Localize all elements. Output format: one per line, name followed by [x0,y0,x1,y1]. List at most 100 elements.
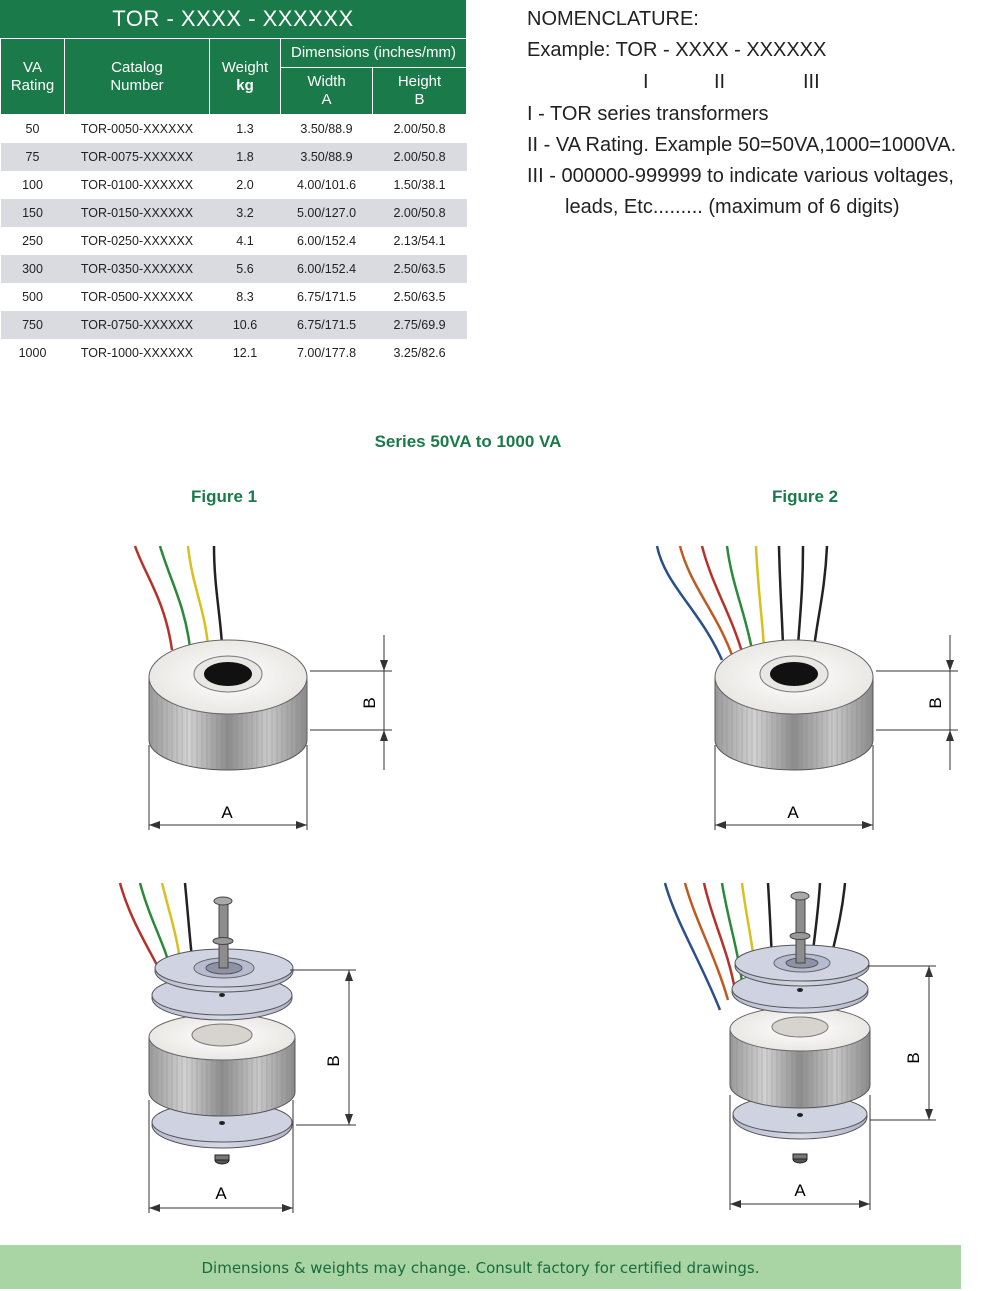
cell-width: 5.00/127.0 [280,199,373,227]
nomenclature-item-3: III - 000000-999999 to indicate various … [527,165,954,187]
table-row: 250 TOR-0250-XXXXXX 4.1 6.00/152.4 2.13/… [1,227,467,255]
cell-weight: 1.3 [236,122,254,136]
nomenclature-heading: NOMENCLATURE: [527,8,699,30]
table-row: 150 TOR-0150-XXXXXX 3.2 5.00/127.0 2.00/… [0,199,467,227]
table-row: 750 TOR-0750-XXXXXX 10.6 6.75/171.5 2.75… [0,311,467,339]
cell-height: 2.75/69.9 [372,311,467,339]
figure-2-mount-dim-b-label: B [904,1052,923,1063]
cell-va: 50 [25,122,40,136]
lead-wire-red [700,545,744,653]
figure-2-title: Figure 2 [772,487,839,506]
figure-2-toroid [655,545,958,830]
cell-weight: 8.3 [236,290,254,304]
figure-1-mount-assembly [118,882,356,1213]
nomenclature-marker-1: I [643,71,649,93]
cell-width: 3.50/88.9 [280,143,373,171]
cell-weight: 2.0 [236,178,254,192]
cell-va: 500 [22,290,43,304]
lead-wire-yellow [186,545,210,647]
nomenclature-marker-3: III [803,71,820,93]
cell-catalog: TOR-0075-XXXXXX [64,143,210,171]
figure-1-mount-dim-b-label: B [324,1055,343,1066]
lead-wire-blue [655,545,724,661]
cell-height: 3.25/82.6 [393,346,446,360]
cell-width: 6.75/171.5 [280,311,373,339]
cell-catalog: TOR-0250-XXXXXX [80,234,194,248]
cell-width: 3.50/88.9 [300,122,353,136]
cell-va: 75 [0,143,65,171]
header-dimensions: Dimensions (inches/mm) [279,38,468,68]
cell-width: 6.75/171.5 [296,290,357,304]
cell-catalog: TOR-0750-XXXXXX [64,311,210,339]
lead-wire-black-3 [812,545,829,649]
cell-height: 1.50/38.1 [393,178,446,192]
lead-wire-orange [678,545,734,656]
cell-height: 2.00/50.8 [372,143,467,171]
transformer-drawings: A B A B A B A B [118,545,958,1213]
cell-weight: 10.6 [209,311,281,339]
nomenclature-example: Example: TOR - XXXX - XXXXXX [527,39,827,61]
cell-va: 300 [0,255,65,283]
table-row: 75 TOR-0075-XXXXXX 1.8 3.50/88.9 2.00/50… [0,143,467,171]
table-row: 500 TOR-0500-XXXXXX 8.3 6.75/171.5 2.50/… [1,283,467,311]
nomenclature-item-1: I - TOR series transformers [527,103,769,125]
cell-width: 4.00/101.6 [296,178,357,192]
cell-va: 750 [0,311,65,339]
cell-width: 6.00/152.4 [296,234,357,248]
lead-wire-black-2 [796,545,805,647]
cell-catalog: TOR-0150-XXXXXX [64,199,210,227]
lead-wire-black [212,545,224,646]
cell-height: 2.13/54.1 [393,234,446,248]
figure-2-dim-a-label: A [787,803,799,822]
cell-width: 7.00/177.8 [296,346,357,360]
cell-catalog: TOR-0100-XXXXXX [80,178,194,192]
cell-va: 150 [0,199,65,227]
figure-1-dim-b-label: B [360,697,379,708]
cell-width: 6.00/152.4 [280,255,373,283]
table-row: 1000 TOR-1000-XXXXXX 12.1 7.00/177.8 3.2… [1,339,467,367]
figure-2-dim-b-label: B [926,697,945,708]
cell-va: 1000 [18,346,47,360]
lead-wire-green [158,545,192,649]
figure-1-dim-a-label: A [221,803,233,822]
footer-disclaimer: Dimensions & weights may change. Consult… [0,1245,961,1289]
figure-1-mount-dim-a-label: A [215,1184,227,1203]
figure-2-mount-assembly [663,882,936,1210]
nomenclature-item-2: II - VA Rating. Example 50=50VA,1000=100… [527,134,957,156]
cell-height: 2.50/63.5 [372,255,467,283]
figure-2-mount-dim-a-label: A [794,1181,806,1200]
cell-catalog: TOR-1000-XXXXXX [80,346,194,360]
cell-height: 2.00/50.8 [393,122,446,136]
cell-catalog: TOR-0350-XXXXXX [64,255,210,283]
cell-va: 250 [22,234,43,248]
table-row: 300 TOR-0350-XXXXXX 5.6 6.00/152.4 2.50/… [0,255,467,283]
lead-wire-black [777,545,785,647]
lead-wire-red [133,545,174,651]
cell-height: 2.50/63.5 [393,290,446,304]
figure-1-toroid [133,545,392,830]
lead-wire-green [725,545,754,651]
cell-weight: 1.8 [209,143,281,171]
cell-weight: 12.1 [232,346,258,360]
cell-height: 2.00/50.8 [372,199,467,227]
cell-catalog: TOR-0050-XXXXXX [80,122,194,136]
table-row: 50 TOR-0050-XXXXXX 1.3 3.50/88.9 2.00/50… [1,115,467,144]
cell-catalog: TOR-0500-XXXXXX [80,290,194,304]
lead-wire-yellow [754,545,766,649]
cell-weight: 5.6 [209,255,281,283]
cell-va: 100 [22,178,43,192]
nomenclature-marker-2: II [714,71,726,93]
spec-table-title: TOR - XXXX - XXXXXX [0,0,466,38]
cell-weight: 3.2 [209,199,281,227]
figure-1-title: Figure 1 [191,487,258,506]
table-row: 100 TOR-0100-XXXXXX 2.0 4.00/101.6 1.50/… [1,171,467,199]
cell-weight: 4.1 [236,234,254,248]
series-title: Series 50VA to 1000 VA [374,432,562,451]
